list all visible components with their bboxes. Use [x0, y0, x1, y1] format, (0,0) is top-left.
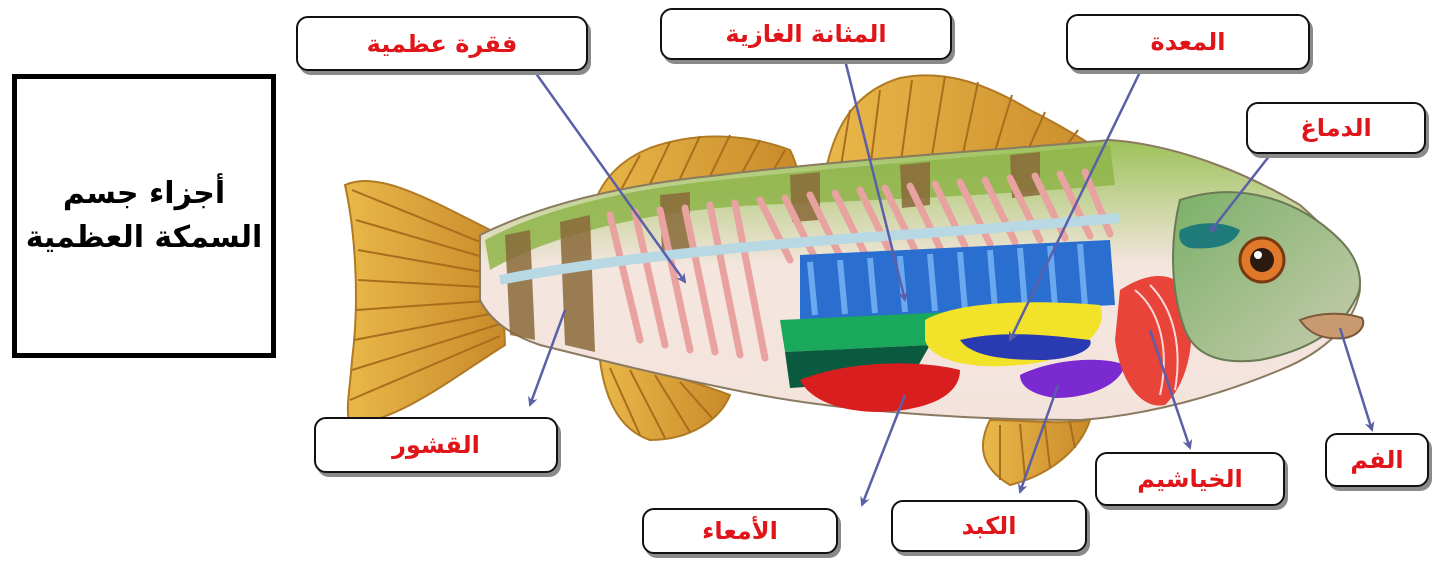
label-gills: الخياشيم: [1095, 452, 1285, 506]
label-scales: القشور: [314, 417, 558, 473]
title-line-2: السمكة العظمية: [26, 216, 263, 260]
label-stomach: المعدة: [1066, 14, 1310, 70]
title-line-1: أجزاء جسم: [26, 172, 263, 216]
title-box: أجزاء جسم السمكة العظمية: [12, 74, 276, 358]
label-brain: الدماغ: [1246, 102, 1426, 154]
label-intestines: الأمعاء: [642, 508, 838, 554]
label-liver: الكبد: [891, 500, 1087, 552]
diagram-title: أجزاء جسم السمكة العظمية: [26, 172, 263, 260]
label-mouth: الفم: [1325, 433, 1429, 487]
label-vertebra: فقرة عظمية: [296, 16, 588, 71]
label-swim-bladder: المثانة الغازية: [660, 8, 952, 60]
